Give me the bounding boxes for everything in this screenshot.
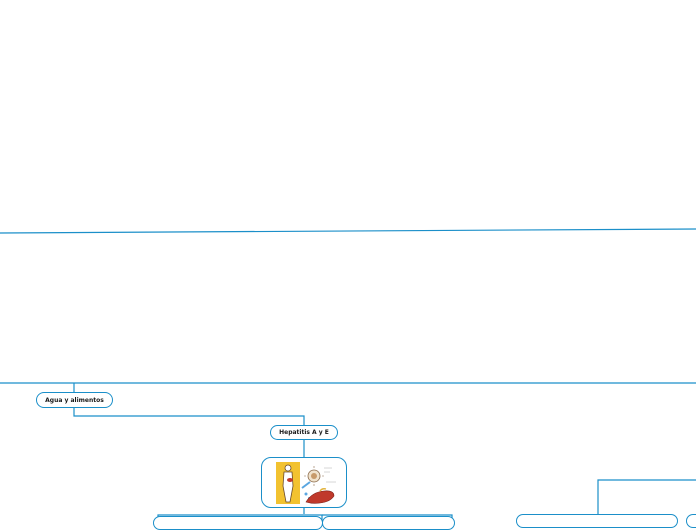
partial-node-bottom-left[interactable]	[153, 516, 323, 530]
topic-label-agua: Agua y alimentos	[45, 396, 104, 404]
topic-node-agua-y-alimentos[interactable]: Agua y alimentos	[36, 392, 113, 408]
partial-node-bottom-edge[interactable]	[686, 514, 696, 528]
liver-virus-illustration-icon	[276, 462, 336, 504]
top-connector-line	[0, 228, 696, 234]
partial-node-bottom-center[interactable]	[322, 516, 455, 530]
topic-node-hepatitis-a-y-e[interactable]: Hepatitis A y E	[270, 425, 338, 440]
right-branch-connector	[597, 479, 696, 520]
topic-label-hepatitis: Hepatitis A y E	[279, 429, 329, 436]
agua-down-connector	[73, 408, 305, 425]
partial-node-bottom-right[interactable]	[516, 514, 678, 528]
image-node-liver-illustration[interactable]	[261, 457, 347, 508]
